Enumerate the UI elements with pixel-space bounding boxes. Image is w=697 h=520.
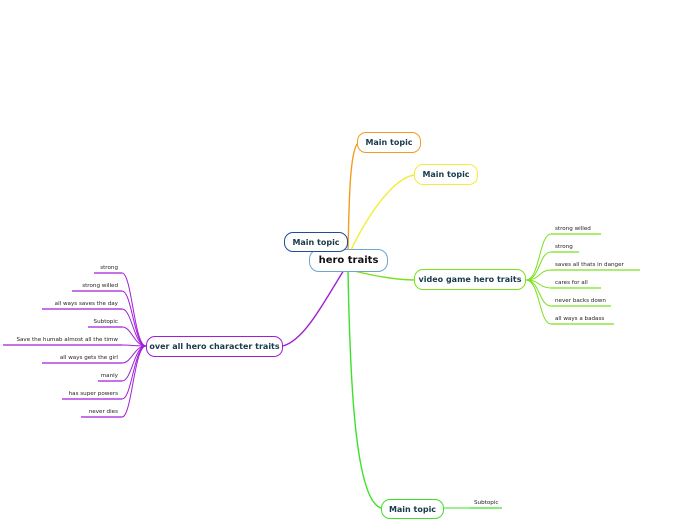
game-trait-connector xyxy=(525,233,552,281)
game-trait-item[interactable]: saves all thats in danger xyxy=(555,262,624,268)
overall-trait-item[interactable]: Save the humab almost all the timw xyxy=(16,337,118,343)
connector-bottom xyxy=(347,269,382,509)
game-trait-item[interactable]: cares for all xyxy=(555,280,588,286)
overall-traits-branches xyxy=(3,272,147,418)
game-trait-item[interactable]: strong xyxy=(555,244,573,250)
video-game-traits-branches xyxy=(525,233,640,325)
overall-trait-connector xyxy=(121,272,147,347)
main-topic-orange[interactable]: Main topic xyxy=(357,132,421,153)
overall-trait-connector xyxy=(121,345,147,418)
overall-trait-connector xyxy=(121,290,147,347)
game-trait-connector xyxy=(525,279,552,325)
overall-trait-item[interactable]: has super powers xyxy=(68,391,118,397)
overall-trait-item[interactable]: strong xyxy=(100,265,118,271)
central-topic[interactable]: hero traits xyxy=(309,249,388,272)
game-trait-item[interactable]: never backs down xyxy=(555,298,606,304)
overall-trait-item[interactable]: manly xyxy=(100,373,118,379)
bottom-subtopic[interactable]: Subtopic xyxy=(474,500,499,506)
connector-yellow xyxy=(349,174,415,253)
overall-trait-connector xyxy=(121,308,147,347)
main-topic-blue[interactable]: Main topic xyxy=(284,232,348,252)
connector-orange xyxy=(347,142,359,253)
main-topic-bottom[interactable]: Main topic xyxy=(381,499,444,519)
game-trait-item[interactable]: strong willed xyxy=(555,226,591,232)
overall-trait-item[interactable]: all ways gets the girl xyxy=(59,355,118,361)
overall-trait-connector xyxy=(121,326,147,347)
game-trait-item[interactable]: all ways a badass xyxy=(555,316,605,322)
overall-trait-item[interactable]: Subtopic xyxy=(93,319,118,325)
topic-video-game-hero-traits[interactable]: video game hero traits xyxy=(414,269,526,290)
overall-trait-item[interactable]: never dies xyxy=(88,409,118,415)
game-trait-connector xyxy=(525,251,552,281)
overall-trait-item[interactable]: all ways saves the day xyxy=(54,301,118,307)
overall-trait-item[interactable]: strong willed xyxy=(82,283,118,289)
main-topic-yellow[interactable]: Main topic xyxy=(414,164,478,185)
connector-overall xyxy=(282,269,345,347)
topic-over-all-hero-character-traits[interactable]: over all hero character traits xyxy=(146,336,283,357)
